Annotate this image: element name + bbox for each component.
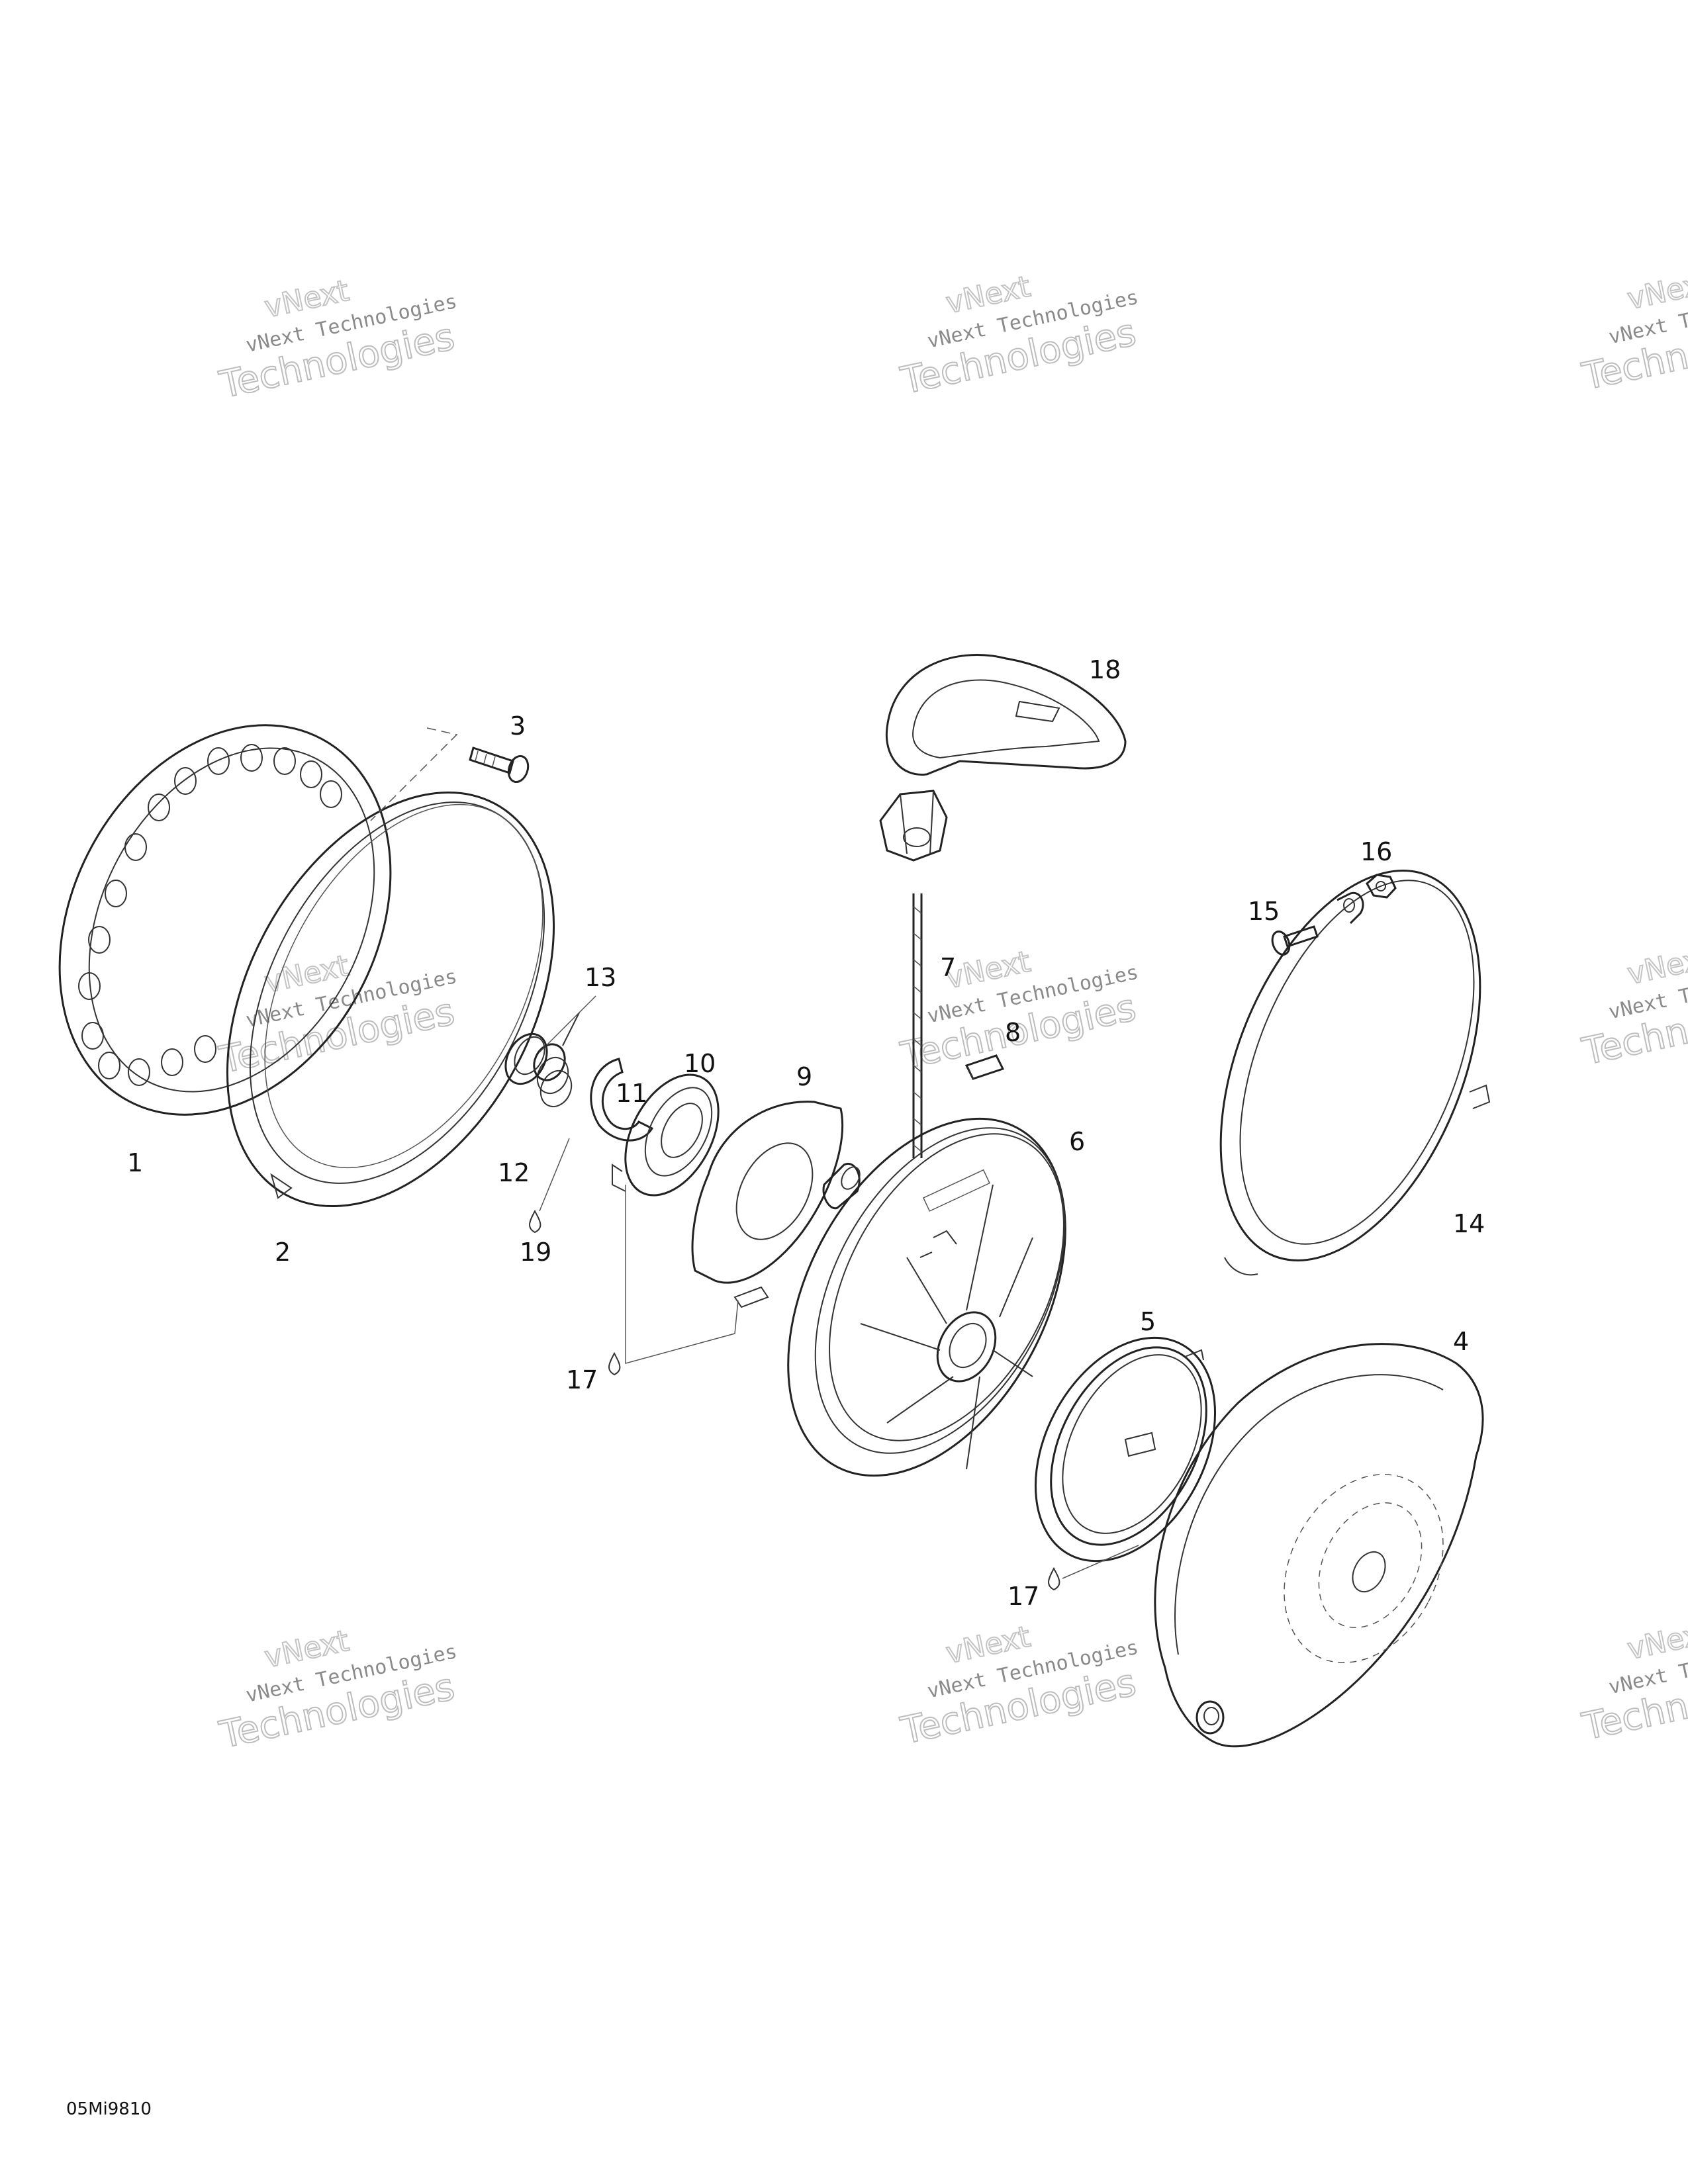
- callout-8: 8: [1005, 1018, 1021, 1047]
- part-8-pawl: [964, 1054, 1005, 1080]
- callout-18: 18: [1089, 655, 1121, 684]
- callout-17a: 17: [566, 1365, 598, 1394]
- part-3-bolt: [370, 727, 530, 821]
- part-1-ring: [58, 724, 392, 1116]
- callout-14: 14: [1453, 1209, 1485, 1238]
- callout-4: 4: [1453, 1327, 1469, 1356]
- watermark-mid-left: vNext vNext Technologies Technologies: [215, 948, 459, 1083]
- watermark-top-right: vNext vNext Technologies Technologies: [1578, 265, 1688, 399]
- callout-19: 19: [520, 1238, 551, 1267]
- watermark-mid-right: vNext vNext Technologies Technologies: [1578, 940, 1688, 1074]
- part-7-rope: [912, 893, 923, 1158]
- part-16-nut: [1366, 874, 1397, 899]
- watermark-mid-center: vNext vNext Technologies Technologies: [896, 944, 1141, 1078]
- part-18-rope-handle: [879, 654, 1127, 862]
- svg-text:vNext: vNext: [1624, 265, 1688, 316]
- part-9-cam: [691, 1101, 861, 1308]
- callout-5: 5: [1140, 1307, 1156, 1336]
- grease-drop-17a: [608, 1351, 621, 1376]
- part-14-clamp-band: [1219, 870, 1491, 1276]
- callout-7: 7: [940, 953, 956, 982]
- callout-13: 13: [585, 963, 616, 992]
- callout-9: 9: [796, 1062, 812, 1091]
- watermark-bottom-right: vNext vNext Technologies Technologies: [1578, 1615, 1688, 1749]
- callout-12: 12: [498, 1158, 530, 1187]
- callout-3: 3: [510, 711, 526, 741]
- watermark-bottom-center: vNext vNext Technologies Technologies: [896, 1619, 1141, 1753]
- watermark-top-center: vNext vNext Technologies Technologies: [896, 269, 1141, 403]
- callout-16: 16: [1360, 837, 1392, 866]
- pulley-rib-text: [923, 1169, 990, 1212]
- svg-text:vNext: vNext: [1624, 940, 1688, 991]
- ring-scallops: [78, 744, 342, 1086]
- leader-13: [539, 995, 596, 1053]
- callout-17b: 17: [1008, 1582, 1039, 1611]
- part-15-bolt: [1271, 925, 1319, 956]
- grease-drop-19: [529, 1209, 541, 1234]
- part-12-washer: [504, 1032, 548, 1085]
- document-code: 05Mi9810: [66, 2099, 152, 2119]
- part-5-recoil-spring: [1034, 1336, 1217, 1563]
- callout-11: 11: [616, 1079, 647, 1108]
- watermark-bottom-left: vNext vNext Technologies Technologies: [215, 1623, 459, 1758]
- svg-text:vNext: vNext: [1624, 1615, 1688, 1666]
- part-4-starter-housing: [1154, 1343, 1484, 1748]
- callout-15: 15: [1248, 897, 1280, 926]
- part-6-rope-pulley: [787, 1117, 1066, 1477]
- part-10-pulley-hub: [612, 1073, 720, 1197]
- part-13-spring: [533, 1012, 580, 1108]
- watermark-top-left: vNext vNext Technologies Technologies: [215, 273, 459, 408]
- callout-10: 10: [684, 1049, 716, 1078]
- part-11-circlip: [590, 1058, 654, 1142]
- leader-17a: [625, 1185, 739, 1364]
- leader-17b: [1062, 1545, 1139, 1579]
- callout-2: 2: [275, 1238, 291, 1267]
- callout-6: 6: [1069, 1127, 1085, 1156]
- callout-1: 1: [127, 1148, 143, 1177]
- grease-drop-17b: [1048, 1567, 1060, 1591]
- leader-19: [539, 1138, 570, 1212]
